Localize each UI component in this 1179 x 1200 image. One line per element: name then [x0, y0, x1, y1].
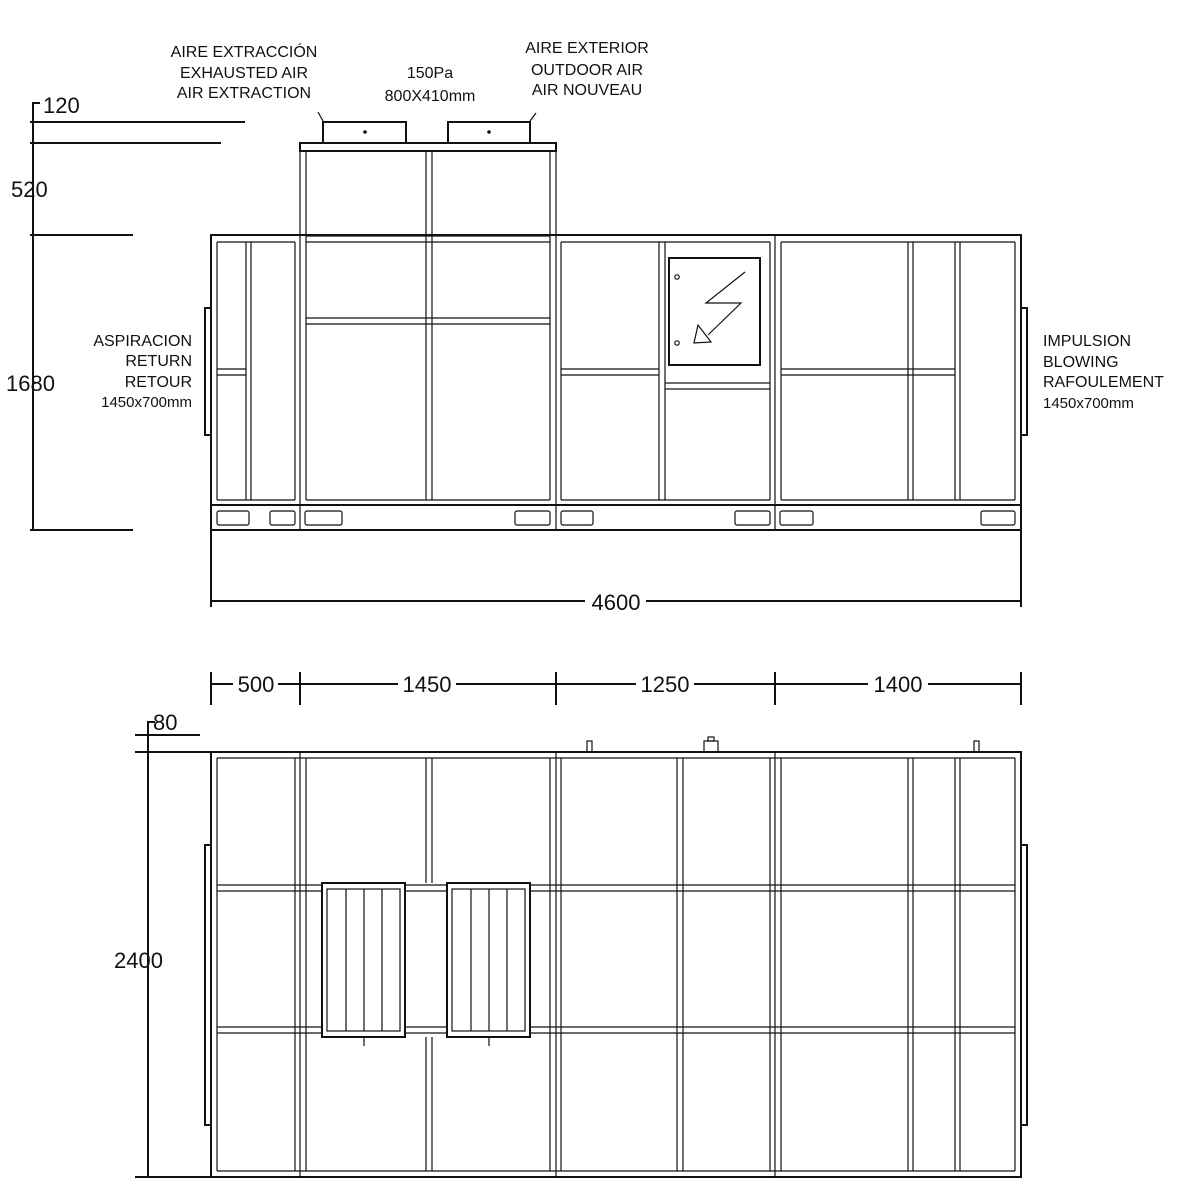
dim-section-4: 1400 [874, 672, 923, 697]
elevation-labels: AIRE EXTRACCIÓN EXHAUSTED AIR AIR EXTRAC… [93, 40, 1164, 412]
damper-louver-right [446, 882, 531, 1046]
vertical-dimension-lines [30, 102, 245, 531]
frame-profiles [216, 150, 1016, 530]
roof-fittings [586, 736, 980, 753]
supply-label-fr: RAFOULEMENT [1043, 374, 1164, 391]
lightning-icon [693, 271, 746, 344]
door-hinge [674, 340, 680, 346]
outdoor-label-en: OUTDOOR AIR [531, 62, 643, 79]
door-hinge [674, 274, 680, 280]
unit-body [210, 234, 1022, 531]
return-size-label: 1450x700mm [101, 394, 192, 411]
exhaust-label-en: EXHAUSTED AIR [180, 65, 308, 82]
exhaust-label-es: AIRE EXTRACCIÓN [171, 42, 318, 61]
outdoor-label-es: AIRE EXTERIOR [525, 40, 649, 57]
outdoor-label-fr: AIR NOUVEAU [532, 82, 642, 99]
width-dimension-lines [135, 721, 230, 1178]
dim-section-3: 1250 [641, 672, 690, 697]
dim-2400: 2400 [114, 948, 163, 973]
duct-dot [363, 130, 367, 134]
dim-section-2: 1450 [403, 672, 452, 697]
return-label-en: RETURN [125, 353, 192, 370]
duct-size-label: 800X410mm [385, 88, 476, 105]
duct-dot [487, 130, 491, 134]
elevation-dimensions: 120 520 1680 4600 [6, 93, 1022, 615]
supply-label-en: BLOWING [1043, 354, 1119, 371]
supply-size-label: 1450x700mm [1043, 395, 1134, 412]
pressure-label: 150Pa [407, 65, 453, 82]
dim-section-1: 500 [238, 672, 275, 697]
return-label-fr: RETOUR [125, 374, 192, 391]
base-feet [216, 510, 1016, 526]
dim-1680: 1680 [6, 371, 55, 396]
dim-4600: 4600 [592, 590, 641, 615]
dim-520: 520 [11, 177, 48, 202]
return-label-es: ASPIRACION [93, 333, 192, 350]
damper-louver-left [321, 882, 406, 1046]
plan-unit [204, 736, 1028, 1178]
electrical-panel-door [668, 257, 761, 366]
dim-80: 80 [153, 710, 177, 735]
elevation-unit [204, 111, 1028, 531]
supply-label-es: IMPULSION [1043, 333, 1131, 350]
plan-section-dimensions: 500 1450 1250 1400 [210, 672, 1022, 705]
dim-120: 120 [43, 93, 80, 118]
leader-lines [317, 111, 537, 122]
upper-box-top-rail [299, 142, 557, 152]
section-dimension-lines [210, 672, 1022, 705]
length-dimension-line [210, 530, 1022, 607]
plan-side-dimensions: 80 2400 [114, 710, 230, 1178]
plan-frame-profiles [216, 752, 1016, 1177]
exhaust-label-fr: AIR EXTRACTION [177, 85, 311, 102]
